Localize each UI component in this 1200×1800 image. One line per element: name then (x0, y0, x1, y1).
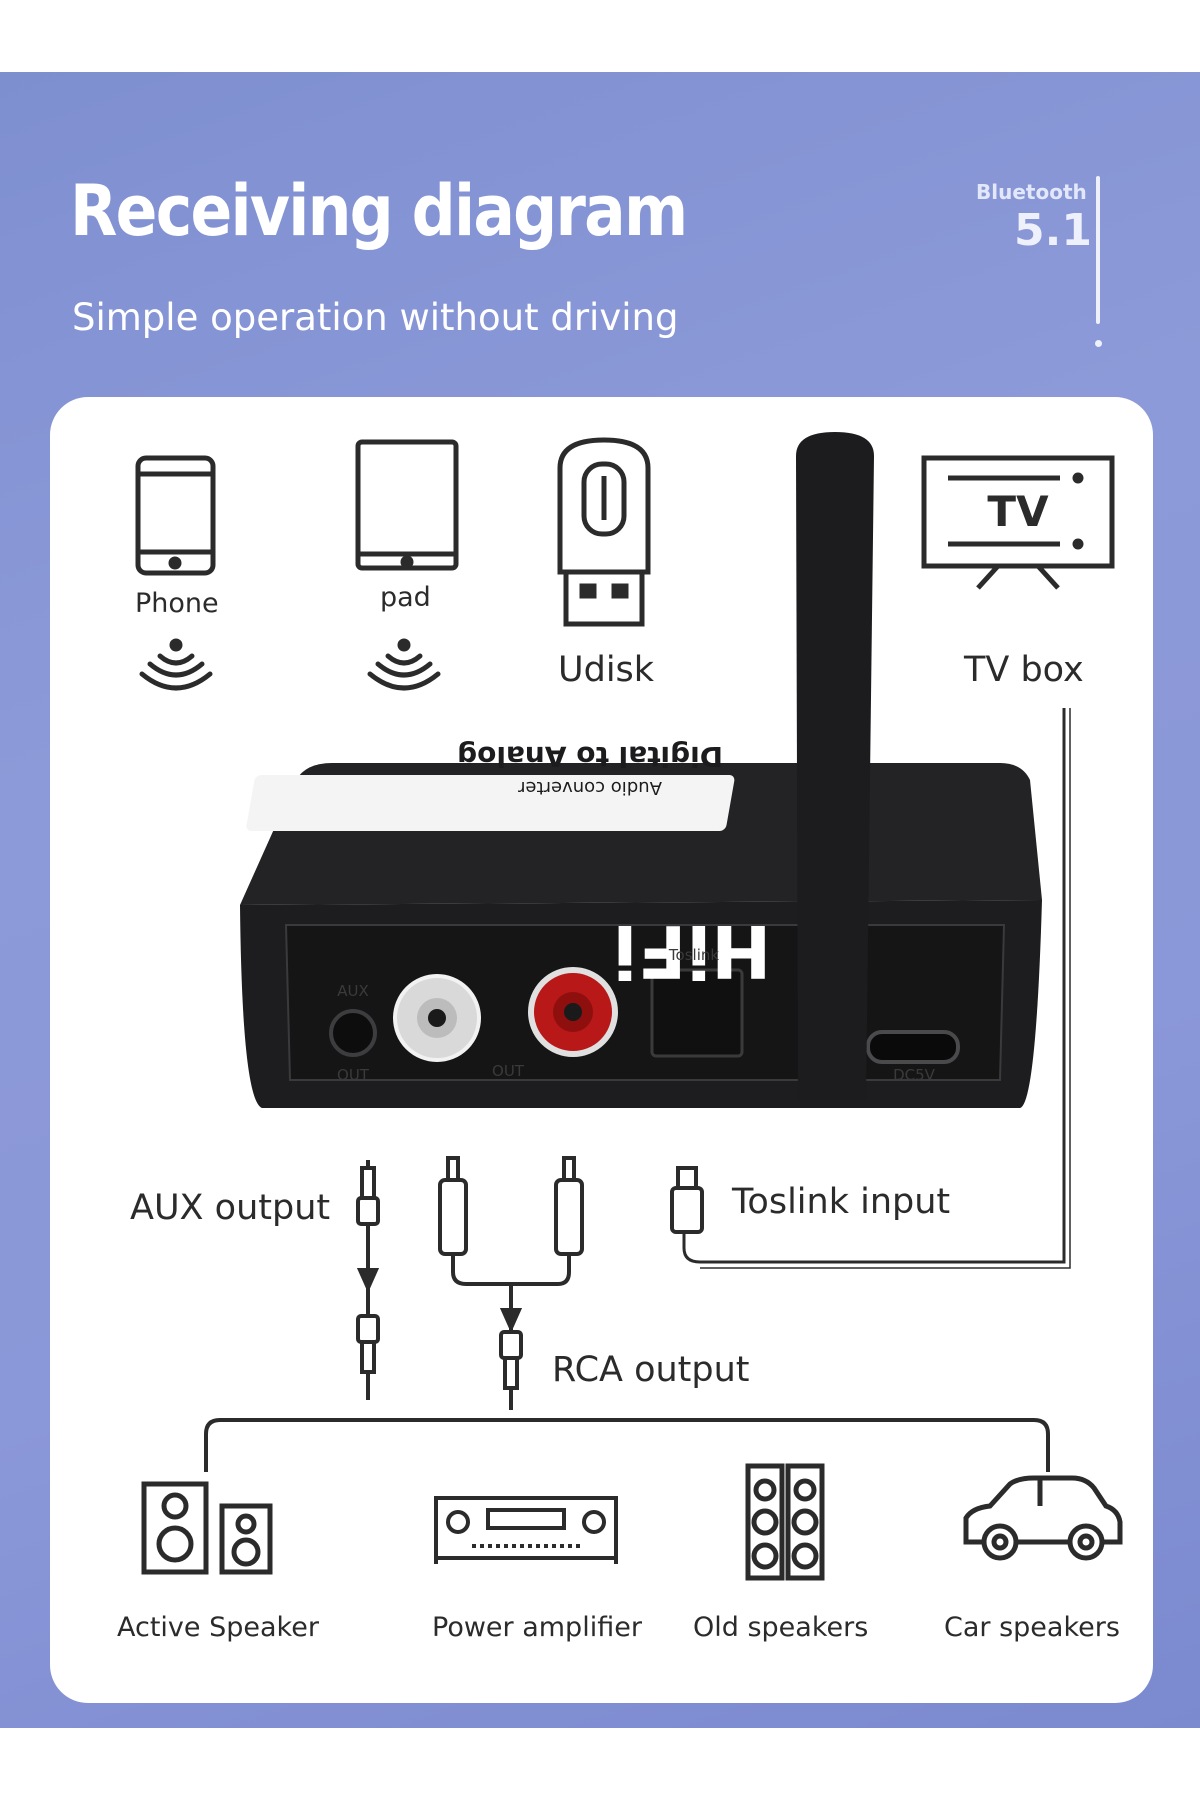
tablet-icon (355, 439, 459, 571)
output-bus-line (204, 1418, 1050, 1472)
port-label-aux-out: OUT (337, 1066, 370, 1084)
wireless-signal-icon (367, 638, 441, 691)
badge-divider (1096, 176, 1100, 324)
output-label-power-amplifier: Power amplifier (432, 1612, 642, 1643)
output-label-old-speakers: Old speakers (693, 1612, 869, 1643)
car-icon (963, 1475, 1123, 1561)
connection-label-rca-output: RCA output (552, 1350, 750, 1390)
output-label-active-speaker: Active Speaker (117, 1612, 319, 1643)
wireless-signal-icon (139, 638, 213, 691)
badge-dot (1095, 340, 1102, 347)
tv-toslink-cable (682, 708, 1066, 1264)
usb-drive-icon (557, 437, 651, 627)
toslink-port (650, 968, 744, 1058)
source-label-phone: Phone (135, 588, 219, 619)
port-label-rca-out: OUT (492, 1062, 525, 1080)
tv-toslink-cable-outline (700, 708, 1071, 1269)
source-label-tv-box: TV box (964, 650, 1084, 690)
dac-device (240, 432, 1042, 1108)
antenna (796, 432, 874, 1100)
rca-cable-icon (438, 1156, 584, 1410)
tv-icon-text: TV (987, 487, 1049, 536)
connection-label-toslink-input: Toslink input (732, 1182, 951, 1222)
aux-cable-icon (356, 1160, 380, 1400)
bluetooth-badge-version: 5.1 (1014, 205, 1092, 256)
page-subtitle: Simple operation without driving (72, 296, 679, 339)
floor-speakers-icon (745, 1463, 825, 1581)
power-port (866, 1030, 960, 1064)
port-label-power: DC5V (893, 1066, 936, 1084)
port-label-toslink: Toslink (668, 946, 719, 964)
device-label-line2: Audio converter (517, 777, 661, 798)
device-label-line1: Digital to Analog (457, 740, 723, 773)
active-speaker-icon (141, 1481, 273, 1575)
port-label-aux: AUX (337, 982, 369, 1000)
phone-icon (135, 455, 216, 576)
page-title: Receiving diagram (70, 170, 688, 252)
aux-jack (329, 1009, 377, 1057)
source-label-pad: pad (380, 582, 431, 613)
device-brand-text: HiFi (613, 909, 772, 993)
power-amplifier-icon (434, 1496, 618, 1564)
bluetooth-badge-label: Bluetooth (976, 180, 1087, 204)
connection-label-aux-output: AUX output (130, 1188, 331, 1228)
source-label-udisk: Udisk (558, 650, 655, 690)
tv-icon (921, 455, 1115, 590)
toslink-plug-icon (670, 1166, 704, 1234)
output-label-car-speakers: Car speakers (944, 1612, 1120, 1643)
